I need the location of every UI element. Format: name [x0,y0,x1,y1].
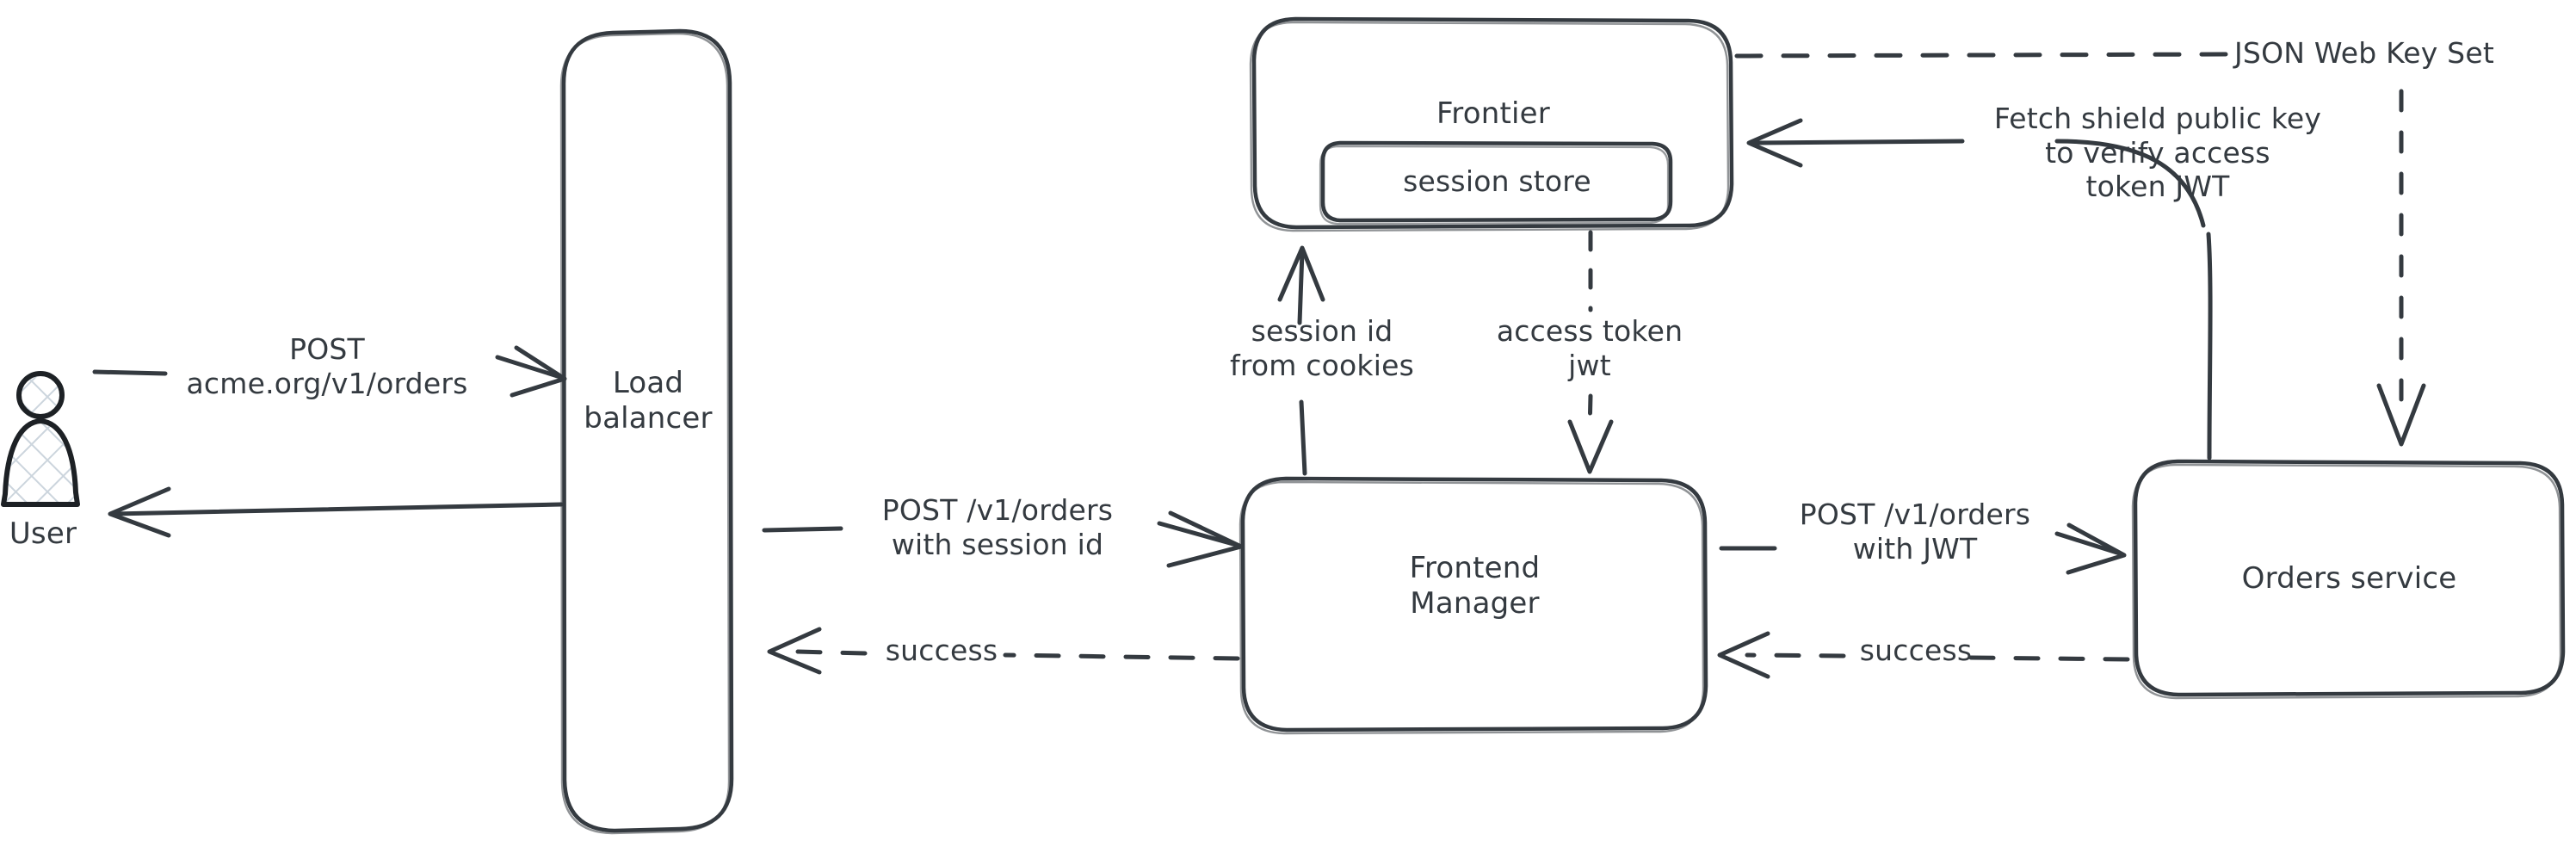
edge-lb-to-fm [762,510,1244,568]
edge-label-frontier-to-fm: access token jwt [1496,314,1683,382]
edge-label-orders-to-frontier: Fetch shield public key to verify access… [1993,102,2322,204]
node-orders-service-label: Orders service [2241,561,2457,596]
edge-label-fm-to-frontier: session id from cookies [1230,314,1414,382]
node-load-balancer-label: Load balancer [584,366,713,436]
node-frontier-label: Frontier [1436,96,1550,131]
edge-label-lb-to-fm: POST /v1/orders with session id [881,493,1114,561]
edge-label-fm-to-lb: success [885,634,998,667]
node-orders-service-shape[interactable] [2131,459,2566,700]
edge-orders-to-fm [1717,631,2130,679]
edge-jwks [1734,52,2426,447]
edge-user-to-lb [92,345,567,398]
edge-label-jwks: JSON Web Key Set [2234,36,2494,70]
node-load-balancer-shape[interactable] [559,28,734,835]
node-frontier-shape[interactable] [1249,16,1734,232]
edge-fm-to-lb [767,627,1240,675]
node-frontend-manager-label: Frontend Manager [1409,551,1541,621]
edge-lb-to-user [108,486,564,538]
edge-fm-to-frontier [1277,245,1325,476]
edge-orders-to-frontier [1746,118,2213,461]
edge-frontier-to-fm [1567,230,1614,474]
node-session-store-shape[interactable] [1319,140,1673,226]
edge-label-fm-to-orders: POST /v1/orders with JWT [1799,498,2031,566]
actor-user-figure [1,371,80,507]
node-session-store-label: session store [1403,164,1591,198]
edge-label-orders-to-fm: success [1859,634,1973,667]
actor-user-label: User [9,516,77,551]
node-frontend-manager-shape[interactable] [1239,476,1708,735]
edge-fm-to-orders [1719,522,2127,575]
edge-label-user-to-lb: POST acme.org/v1/orders [186,332,468,400]
